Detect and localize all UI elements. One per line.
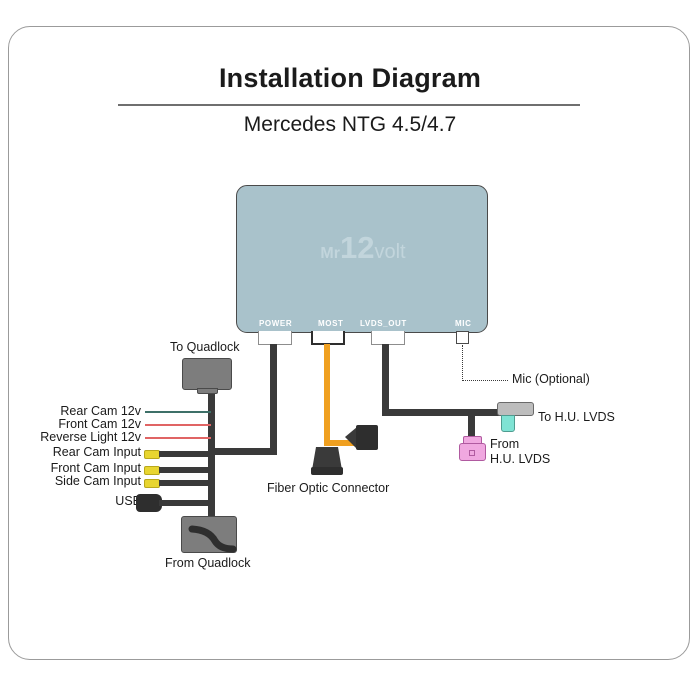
wire-fiber-horizontal — [324, 440, 358, 446]
device-module: Mr12volt — [236, 185, 488, 333]
page-title: Installation Diagram — [218, 63, 482, 93]
diagram-frame — [8, 26, 690, 660]
port-shell-power — [258, 331, 292, 345]
to-quadlock-connector — [182, 358, 232, 390]
wire-lvds-branch-down — [468, 409, 475, 437]
port-label-power: POWER — [259, 319, 293, 328]
wire-reverse-light-12v — [145, 437, 211, 439]
wire-usb — [159, 500, 211, 506]
wire-power-horizontal — [208, 448, 277, 455]
label-front-cam-input: Front Cam Input — [50, 461, 141, 475]
port-label-most: MOST — [318, 319, 344, 328]
label-to-hu-lvds: To H.U. LVDS — [538, 410, 615, 424]
port-shell-lvds-out — [371, 331, 405, 345]
from-hu-lvds-keyhole — [469, 450, 475, 456]
page-subtitle: Mercedes NTG 4.5/4.7 — [243, 113, 457, 136]
from-hu-lvds-body — [459, 443, 486, 461]
port-label-mic: MIC — [455, 319, 472, 328]
wire-quadlock-trunk — [208, 385, 215, 520]
usb-plug-icon — [136, 494, 162, 512]
logo-prefix: Mr — [320, 245, 340, 262]
label-from-hu-lvds-line1: From — [490, 437, 520, 451]
label-front-cam-12v: Front Cam 12v — [58, 417, 141, 431]
fiber-connector-down-icon — [311, 447, 343, 475]
label-from-quadlock: From Quadlock — [165, 556, 251, 570]
label-mic-optional: Mic (Optional) — [512, 372, 590, 386]
wire-side-cam-input — [159, 480, 211, 486]
port-shell-most — [311, 331, 345, 345]
mr12volt-logo: Mr12volt — [237, 232, 489, 263]
wire-rear-cam-input — [159, 451, 211, 457]
logo-suffix: volt — [374, 241, 406, 263]
label-rear-cam-input: Rear Cam Input — [52, 445, 141, 459]
logo-number: 12 — [339, 230, 375, 265]
mic-dotted-horizontal — [462, 380, 508, 381]
wire-lvds-horizontal — [382, 409, 510, 416]
port-label-lvds-out: LVDS_OUT — [360, 319, 407, 328]
wire-front-cam-12v — [145, 424, 211, 426]
label-reverse-light-12v: Reverse Light 12v — [40, 430, 141, 444]
mic-dotted-vertical — [462, 345, 463, 381]
to-hu-lvds-body — [497, 402, 534, 416]
wire-fiber-vertical — [324, 344, 330, 444]
label-to-quadlock: To Quadlock — [170, 340, 240, 354]
label-rear-cam-12v: Rear Cam 12v — [60, 404, 141, 418]
title-divider — [118, 104, 580, 106]
rca-tip-front-cam-input — [144, 466, 160, 475]
rca-tip-side-cam-input — [144, 479, 160, 488]
to-quadlock-neck — [197, 388, 218, 394]
label-usb: USB — [115, 494, 141, 508]
to-hu-lvds-plug — [501, 415, 515, 432]
wire-front-cam-input — [159, 467, 211, 473]
port-shell-mic — [456, 331, 469, 344]
label-fiber-optic-connector: Fiber Optic Connector — [267, 481, 390, 495]
label-side-cam-input: Side Cam Input — [54, 474, 141, 488]
from-quadlock-cable-icon — [188, 525, 237, 553]
label-from-hu-lvds-line2: H.U. LVDS — [490, 452, 551, 466]
wire-lvds-drop — [382, 344, 389, 416]
rca-tip-rear-cam-input — [144, 450, 160, 459]
wire-power-drop — [270, 344, 277, 454]
fiber-connector-right-icon — [345, 425, 378, 450]
wire-rear-cam-12v — [145, 411, 211, 413]
